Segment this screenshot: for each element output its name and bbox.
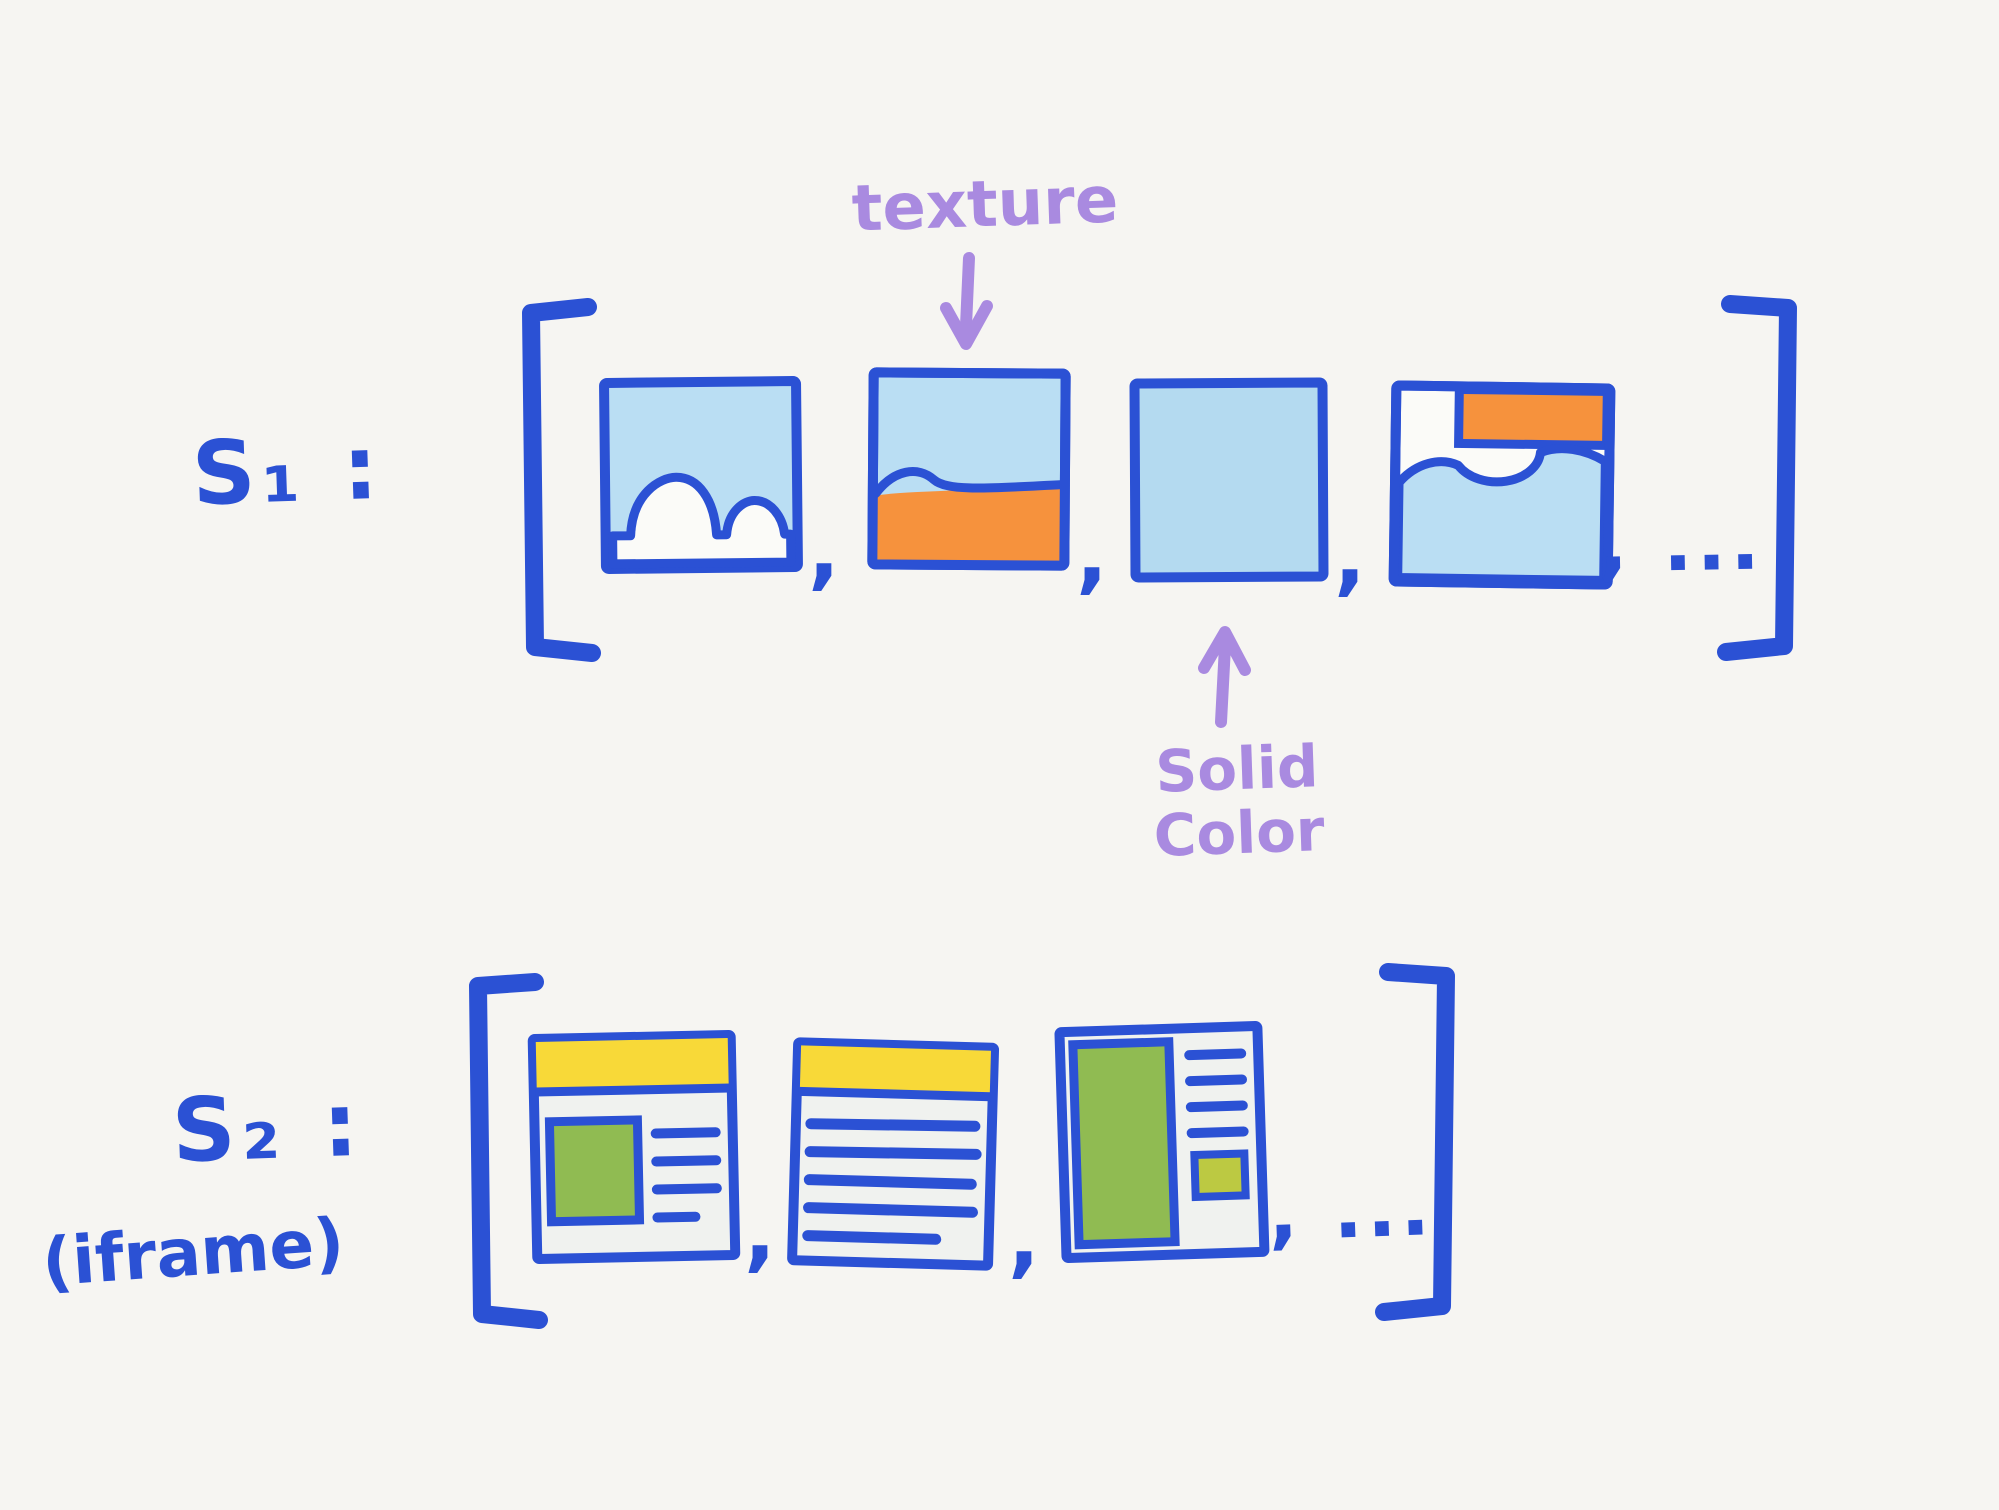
solid-color-swatch — [1129, 377, 1329, 583]
solid-color-annotation: Solid Color — [1152, 732, 1326, 870]
page-image-block — [1068, 1037, 1180, 1250]
cloud-shape — [608, 472, 796, 569]
text-lines — [802, 1118, 982, 1245]
thumbnail-webpage-text-lines — [787, 1037, 1000, 1271]
text-lines — [1184, 1048, 1249, 1139]
page-small-block — [1190, 1149, 1250, 1202]
separator-comma: , — [1076, 505, 1108, 603]
thumbnail-webpage-sidebar-image — [1054, 1021, 1270, 1264]
thumbnail-photo-clouds — [599, 376, 803, 574]
page-header-bar — [799, 1045, 992, 1093]
page-header-bar — [535, 1038, 729, 1089]
set2-right-bracket-icon — [1375, 963, 1455, 1321]
set2-sublabel: (iframe) — [39, 1203, 347, 1302]
arrow-up-icon — [1198, 626, 1251, 728]
separator-comma: , — [808, 501, 840, 599]
horizon-line-shape — [871, 467, 1067, 498]
separator-comma: , — [744, 1183, 776, 1281]
arrow-down-icon — [940, 252, 993, 350]
header-divider — [535, 1083, 730, 1097]
set2-label: S₂ : — [170, 1072, 366, 1183]
thumbnail-photo-texture — [867, 367, 1071, 571]
set1-label: S₁ : — [190, 415, 386, 526]
shirt-shape — [1393, 444, 1610, 585]
thumbnail-solid-color — [1129, 377, 1329, 583]
thumbnail-webpage-image-left — [527, 1029, 741, 1265]
set2-left-bracket-icon — [469, 973, 548, 1329]
separator-comma: , — [1334, 507, 1366, 605]
set1-left-bracket-icon — [522, 298, 601, 662]
set1-right-bracket-icon — [1717, 295, 1797, 661]
texture-annotation: texture — [850, 163, 1120, 247]
text-lines — [650, 1127, 722, 1223]
texture-band-shape — [875, 484, 1062, 563]
orange-band-shape — [1454, 384, 1612, 451]
separator-comma: , — [1008, 1189, 1040, 1287]
thumbnail-photo-shirt — [1388, 380, 1616, 590]
page-image-block — [544, 1115, 645, 1227]
header-divider — [798, 1086, 991, 1102]
